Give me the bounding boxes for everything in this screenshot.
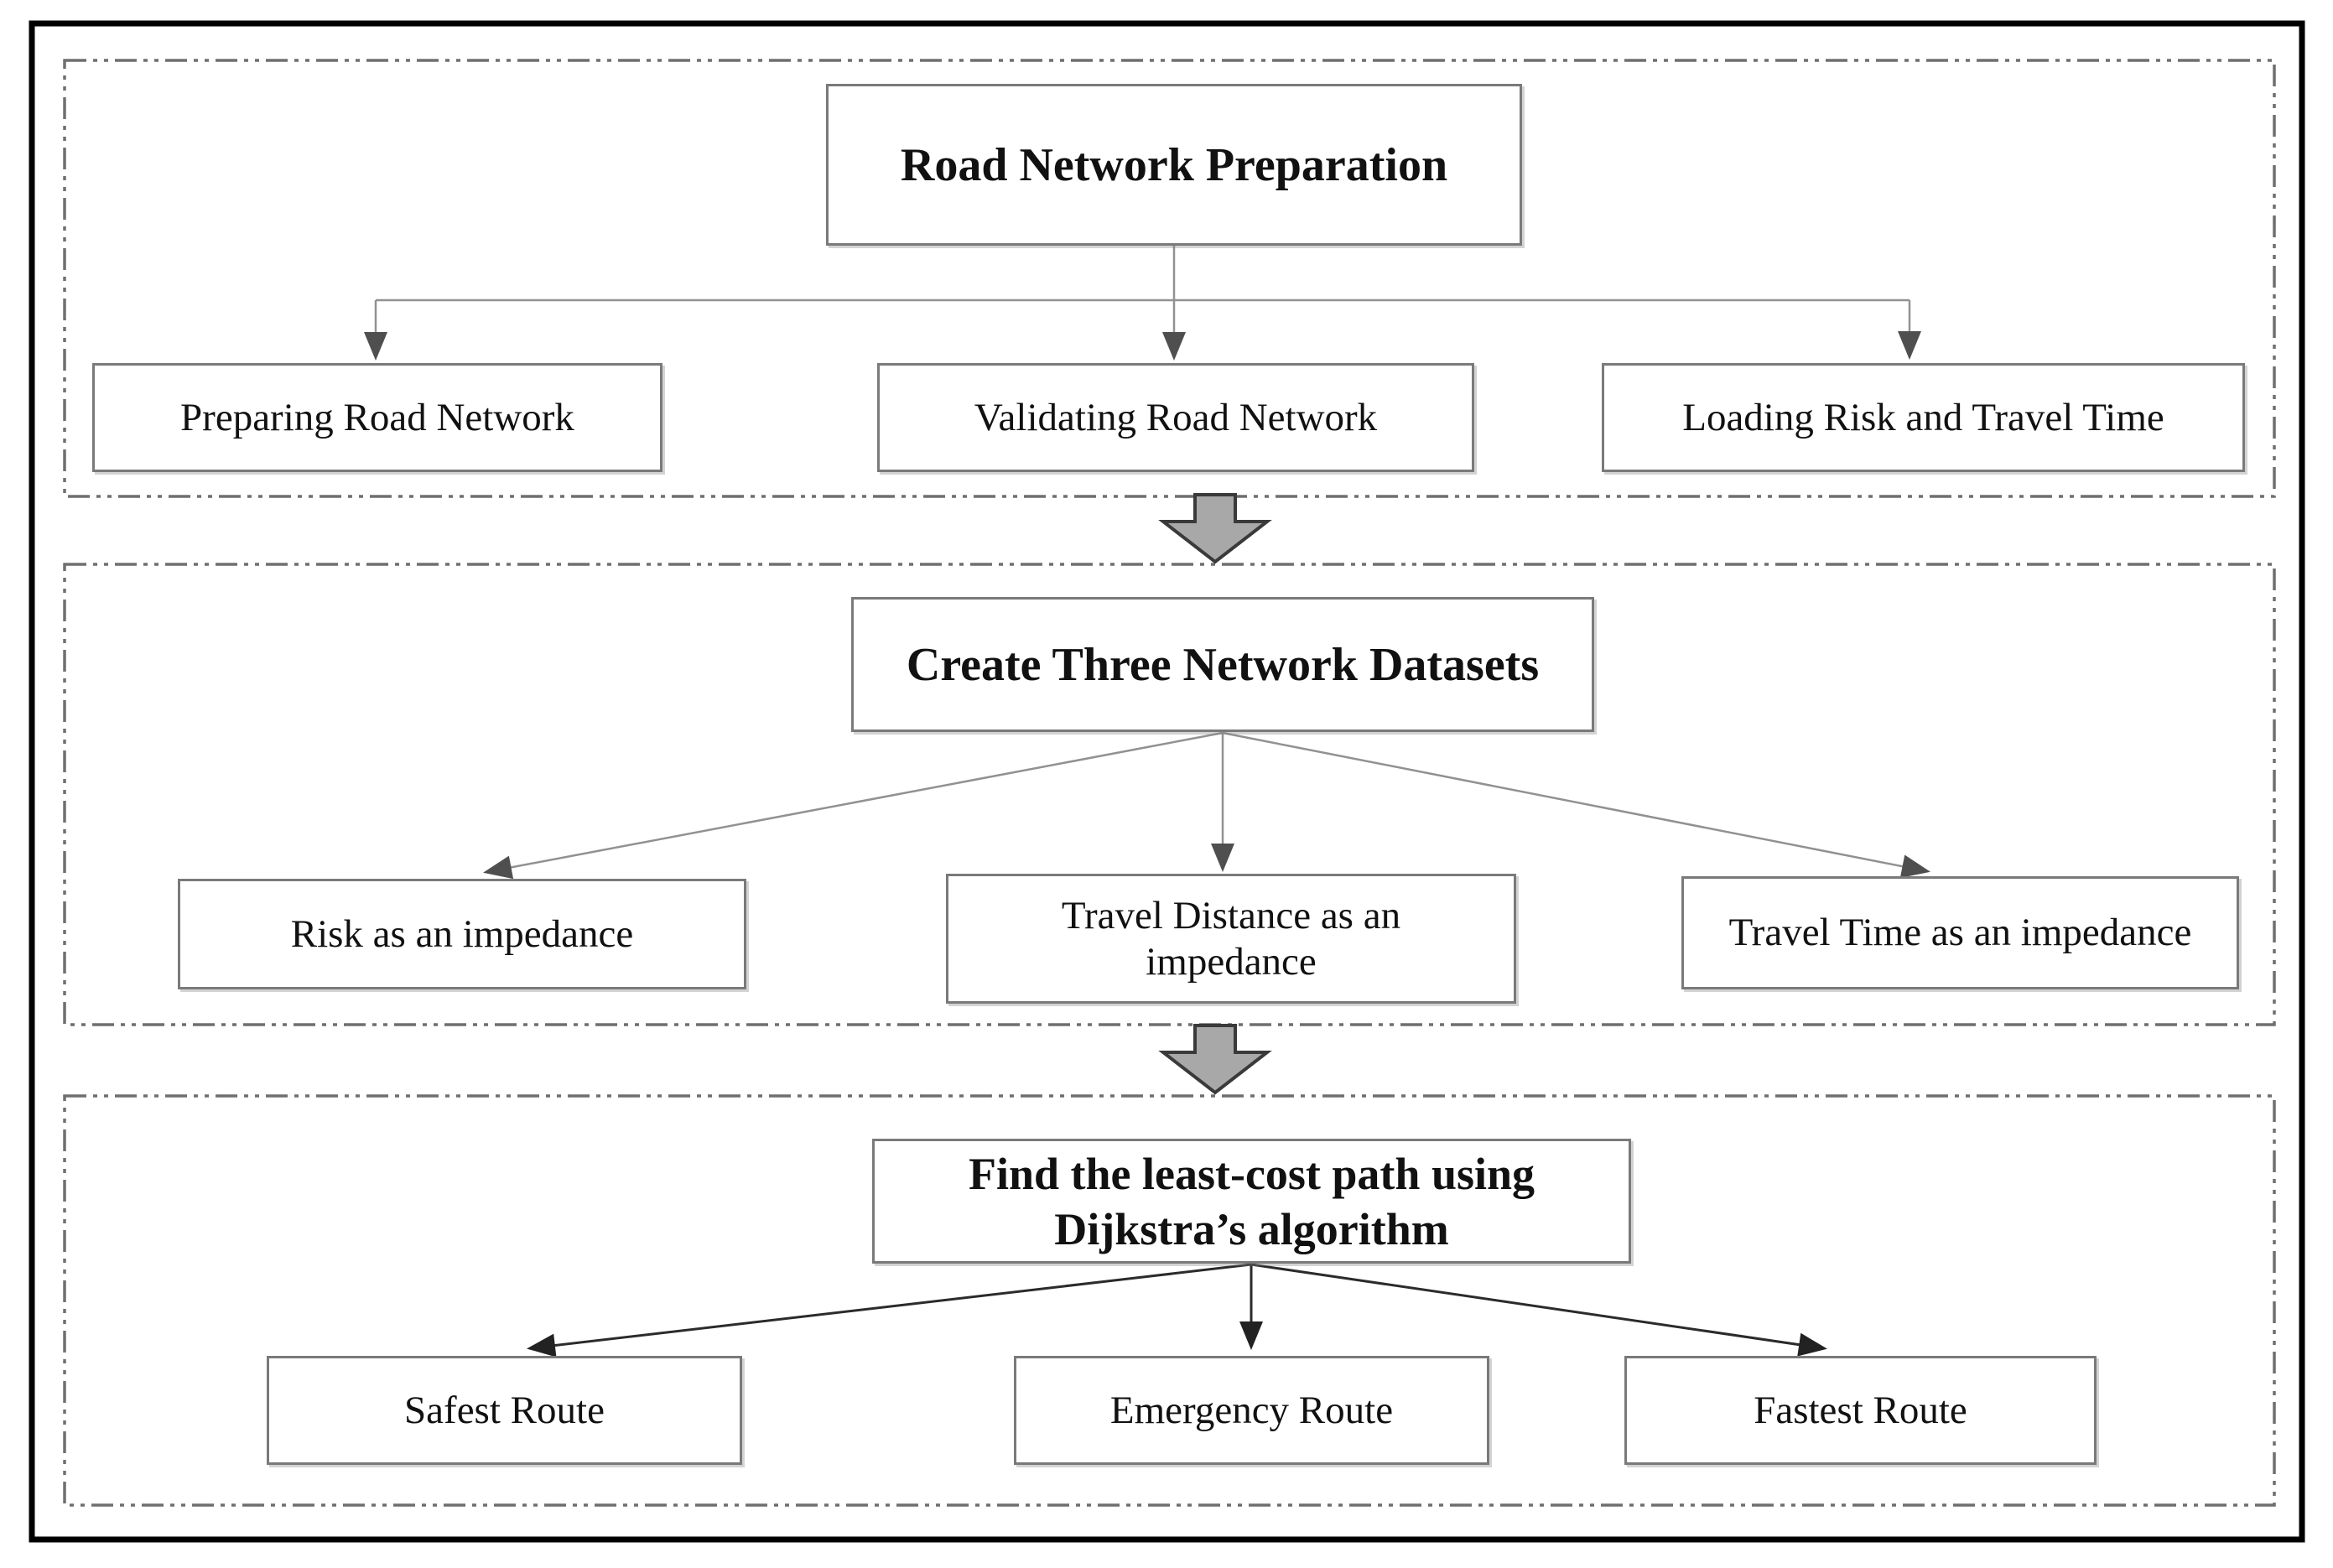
- node-road-network-preparation: Road Network Preparation: [826, 84, 1522, 246]
- node-safest-route: Safest Route: [267, 1356, 742, 1465]
- node-label: Travel Time as an impedance: [1728, 911, 2192, 955]
- section1-connectors: [364, 246, 1921, 361]
- section3-border: [63, 1094, 2276, 1507]
- node-label: Emergency Route: [1109, 1388, 1394, 1432]
- node-travel-time-as-impedance: Travel Time as an impedance: [1681, 876, 2239, 989]
- node-label: Travel Distance as an impedance: [1061, 894, 1401, 984]
- node-validating-road-network: Validating Road Network: [877, 363, 1474, 472]
- outer-border: [29, 20, 2305, 1543]
- node-title-label: Create Three Network Datasets: [906, 638, 1540, 691]
- node-label: Fastest Route: [1754, 1388, 1967, 1432]
- section2-connectors: [483, 731, 1930, 880]
- node-preparing-road-network: Preparing Road Network: [92, 363, 662, 472]
- node-label: Preparing Road Network: [180, 395, 574, 439]
- node-title-line1: Find the least-cost path using: [968, 1148, 1535, 1199]
- node-loading-risk-and-travel-time: Loading Risk and Travel Time: [1602, 363, 2245, 472]
- node-risk-as-impedance: Risk as an impedance: [178, 879, 746, 989]
- node-label: Loading Risk and Travel Time: [1682, 395, 2164, 439]
- flow-down-arrow-icon: [1158, 493, 1272, 564]
- node-title-line2: Dijkstra’s algorithm: [1054, 1203, 1449, 1254]
- flow-down-arrow-icon: [1158, 1024, 1272, 1095]
- node-label: Safest Route: [404, 1388, 605, 1432]
- node-fastest-route: Fastest Route: [1624, 1356, 2097, 1465]
- node-label: Risk as an impedance: [290, 911, 634, 956]
- node-travel-distance-as-impedance: Travel Distance as an impedance: [946, 874, 1516, 1004]
- section2-border: [63, 563, 2276, 1026]
- section1-border: [63, 59, 2276, 498]
- section3-connectors: [527, 1263, 1827, 1358]
- node-title-label: Road Network Preparation: [900, 138, 1448, 191]
- node-label: Validating Road Network: [974, 395, 1378, 439]
- node-emergency-route: Emergency Route: [1014, 1356, 1489, 1465]
- node-title-label: Find the least-cost path using Dijkstra’…: [969, 1146, 1535, 1257]
- node-create-three-network-datasets: Create Three Network Datasets: [851, 597, 1594, 732]
- node-find-least-cost-path: Find the least-cost path using Dijkstra’…: [872, 1139, 1631, 1264]
